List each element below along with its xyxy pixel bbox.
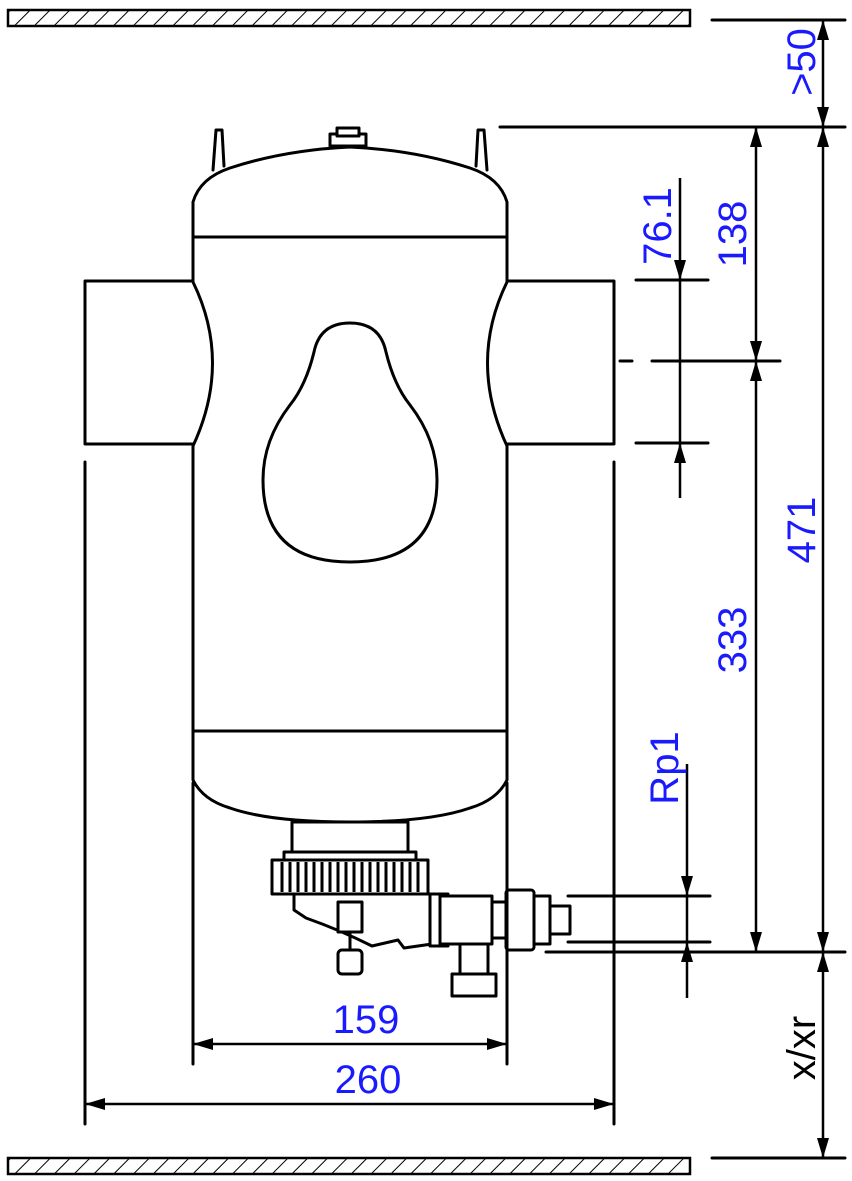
label-pipe-diameter: 76.1	[636, 187, 680, 265]
label-clearance-bottom: x/xr	[780, 1016, 824, 1080]
label-body-width: 159	[333, 998, 400, 1042]
dimension-lines	[85, 20, 829, 1158]
floor-hatch	[6, 1156, 692, 1176]
right-pipe-connection	[483, 279, 616, 446]
dimension-labels: >50 138 76.1 471 333 Rp1 159 260 x/xr	[333, 28, 824, 1102]
label-inlet-height: 138	[711, 201, 755, 268]
left-pipe-connection	[83, 279, 217, 446]
ceiling-hatch	[6, 8, 692, 28]
drain-assembly	[270, 820, 572, 998]
label-drain-thread: Rp1	[643, 731, 687, 804]
label-outlet-height: 333	[711, 607, 755, 674]
label-overall-width: 260	[335, 1058, 402, 1102]
label-clearance-top: >50	[780, 28, 824, 96]
vessel-body	[191, 126, 509, 824]
label-total-height: 471	[780, 497, 824, 564]
